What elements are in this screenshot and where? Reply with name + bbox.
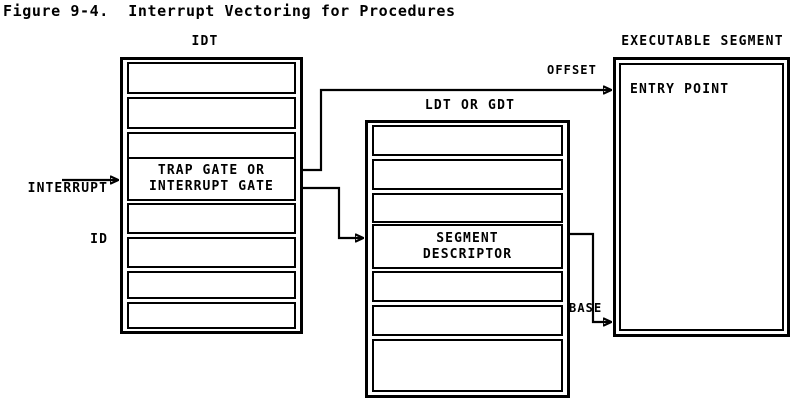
idt-row-trap-gate[interactable]: TRAP GATE OR INTERRUPT GATE xyxy=(127,157,296,201)
ldt-gdt-row-5[interactable] xyxy=(372,305,563,336)
wire-offset-to-entry-point xyxy=(300,90,611,172)
idt-table-label: IDT xyxy=(191,34,219,49)
executable-segment-inner xyxy=(619,63,784,331)
wire-selector-to-segment-descriptor xyxy=(300,186,363,238)
idt-row-1[interactable] xyxy=(127,97,296,129)
idt-row-6[interactable] xyxy=(127,271,296,299)
interrupt-id-label: INTERRUPT ID xyxy=(2,146,108,282)
ldt-gdt-row-segment-descriptor[interactable]: SEGMENT DESCRIPTOR xyxy=(372,224,563,269)
idt-row-2[interactable] xyxy=(127,132,296,160)
ldt-gdt-table-label: LDT OR GDT xyxy=(424,98,516,113)
idt-row-0[interactable] xyxy=(127,62,296,94)
ldt-gdt-row-0[interactable] xyxy=(372,125,563,156)
interrupt-id-line1: INTERRUPT xyxy=(27,181,108,196)
idt-row-5[interactable] xyxy=(127,237,296,268)
executable-segment-label: EXECUTABLE SEGMENT xyxy=(621,34,784,49)
idt-row-4[interactable] xyxy=(127,203,296,234)
offset-connector-label: OFFSET xyxy=(547,63,597,77)
ldt-gdt-row-2[interactable] xyxy=(372,193,563,223)
ldt-gdt-row-4[interactable] xyxy=(372,271,563,302)
wire-base-to-segment xyxy=(567,232,611,322)
figure-title: Figure 9-4. Interrupt Vectoring for Proc… xyxy=(3,2,456,20)
executable-segment-box[interactable] xyxy=(613,57,790,337)
interrupt-id-line2: ID xyxy=(90,232,108,247)
idt-row-7[interactable] xyxy=(127,302,296,329)
ldt-gdt-row-1[interactable] xyxy=(372,159,563,190)
ldt-gdt-row-6[interactable] xyxy=(372,339,563,392)
entry-point-label: ENTRY POINT xyxy=(630,82,730,97)
